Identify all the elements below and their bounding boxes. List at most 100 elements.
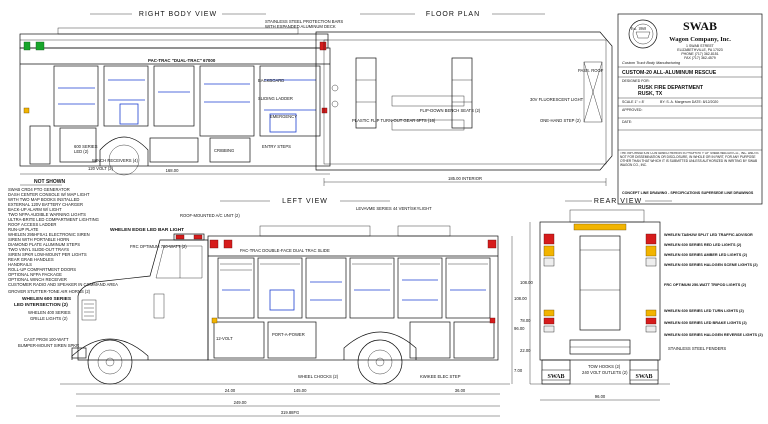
scale-text: SCALE 1" = 8': [622, 100, 645, 104]
label-tripod-lights: FRC OPTIMUM 250-WATT TRIPOD LIGHTS (2): [664, 283, 747, 287]
address-line-3: PHONE (717) 362-8151: [681, 52, 718, 56]
label-240-volt: 240 VOLT OUTLETS (2): [582, 370, 628, 375]
right-body-width-dim: 168.00: [166, 168, 179, 173]
rear-view: SWAB SWAB 96.00 108.00 78.00 22.00 WHELE…: [520, 209, 763, 401]
label-air-horns: GROVER STUTTER-TONE AIR HORNS (2): [8, 289, 91, 294]
left-dim-36: 36.00: [455, 388, 466, 393]
label-reverse-lights: WHELEN 600 SERIES HALOGEN REVERSE LIGHTS…: [664, 333, 763, 337]
rear-width-dim: 96.00: [595, 394, 606, 399]
label-entry-steps: ENTRY STEPS: [262, 144, 291, 149]
label-protection-bars: STAINLESS STEEL PROTECTION BARS: [265, 19, 343, 24]
rear-h2-dim: 78.00: [520, 318, 531, 323]
rear-decal-right: SWAB: [635, 374, 652, 380]
not-shown-item: DIAMOND PLATE ALUMINUM STEPS: [8, 242, 80, 247]
label-kwikee-step: KWIKEE ELEC STEP: [420, 374, 461, 379]
swab-seal-logo: [628, 19, 658, 49]
label-fenders: STAINLESS STEEL FENDERS: [668, 346, 726, 351]
rear-height-dim: 108.00: [520, 280, 533, 285]
company-name: SWAB: [683, 19, 717, 33]
label-intersection: LED INTERSECTION (2): [14, 302, 68, 308]
est-date: Est. 1868: [631, 26, 646, 31]
label-edge-bar: WHELEN EDGE LED BAR LIGHT: [110, 227, 184, 233]
model-name: CUSTOM-20 ALL-ALUMINUM RESCUE: [622, 70, 717, 76]
not-shown-item: EXTERNAL 120V BATTERY CHARGER: [8, 202, 83, 207]
left-view-title: LEFT VIEW: [282, 198, 328, 205]
label-traffic-advisor: WHELEN TA8H2W SPLIT LED TRAFFIC ADVISOR: [664, 233, 753, 237]
not-shown-item: REAR GRAB HANDLES: [8, 257, 54, 262]
not-shown-item: ROLL-UP COMPARTMENT DOORS: [8, 267, 76, 272]
left-dim-height: 108.00: [514, 296, 527, 301]
not-shown-item: ROOF ACCESS LADDER: [8, 222, 56, 227]
label-port-a-power: PORT-A-POWER: [272, 332, 305, 337]
label-whelen-600: WHELEN 600 SERIES: [22, 296, 72, 302]
not-shown-item: OPTIONAL NFPA PACKAGE: [8, 272, 62, 277]
label-cribbing: CRIBBING: [214, 148, 234, 153]
floor-plan-title: FLOOR PLAN: [426, 11, 480, 18]
left-dim-ground: 7.00: [514, 368, 523, 373]
not-shown-item: WITH TWO MAP BOOKS INSTALLED: [8, 197, 79, 202]
label-vent-skylight: LEVAVME SERIES 44 VENT/SKYLIGHT: [356, 206, 432, 211]
floor-plan: 185.00 INTERIOR PASS. ROOF FLIP-DOWN BEN…: [315, 31, 613, 186]
approved-label: APPROVED:: [622, 108, 642, 112]
label-turn-out-gear: PLASTIC FLIP TURN-OUT GEAR 6FTS (16): [352, 118, 436, 123]
not-shown-item: SWAB CRD4 PTO GENERATOR: [8, 187, 70, 192]
left-dim-body: 96.00: [514, 326, 525, 331]
tagline: Custom Truck Body Manufacturing: [622, 61, 681, 65]
label-grille-lights: GRILLE LIGHTS (2): [30, 316, 68, 321]
customer-location: RUSK, TX: [638, 91, 663, 97]
left-dim-total: 319.88FG: [281, 410, 300, 415]
not-shown-item: TWO VINYL SLIDE-OUT TRAYS: [8, 247, 69, 252]
label-whelen-400: WHELEN 400 SERIES: [28, 310, 71, 315]
label-brake-lights: WHELEN 600 SERIES LED BRAKE LIGHTS (2): [664, 321, 747, 325]
not-shown-item: RUN-UP PLATE: [8, 227, 39, 232]
company-name-2: Wagon Company, Inc.: [669, 36, 731, 43]
label-expanded-deck: WITH EXPANDED ALUMINUM DECK: [265, 24, 336, 29]
label-turn-lights: WHELEN 600 SERIES LED TURN LIGHTS (2): [664, 309, 744, 313]
not-shown-list: NOT SHOWN SWAB CRD4 PTO GENERATOR DASH C…: [8, 179, 118, 287]
address-line-4: FAX (717) 362-4579: [684, 56, 716, 60]
customer-name: RUSK FIRE DEPARTMENT: [638, 85, 704, 91]
label-one-hand-step: ONE-HAND STEP (2): [540, 118, 581, 123]
label-led-2: LED (2): [74, 149, 89, 154]
right-body-view: 168.00 STAINLESS STEEL PROTECTION BARS W…: [19, 19, 343, 176]
not-shown-item: HANDRAILS: [8, 262, 32, 267]
drawn-by: BY: S. A. Margerum DATE: 8/12/2020: [660, 100, 718, 104]
designed-for-label: DESIGNED FOR:: [622, 79, 650, 83]
label-emergency: EMERGENCY: [270, 114, 297, 119]
label-dual-trac: PAC-TRAC "DUAL-TRAC" 67000: [148, 58, 216, 63]
label-120-volt: 120 VOLT (2): [88, 166, 114, 171]
label-fluorescent-light: 30V FLUORESCENT LIGHT: [530, 97, 584, 102]
label-bench-seats: FLIP-DOWN BENCH SEATS (2): [420, 108, 481, 113]
floor-interior-dim: 185.00 INTERIOR: [448, 176, 482, 181]
label-frc-optimum: FRC OPTIMUM 750-WATT (2): [130, 244, 187, 249]
label-12-volt: 12-VOLT: [216, 336, 233, 341]
not-shown-item: DASH CENTER CONSOLE W/ MAP LIGHT: [8, 192, 90, 197]
not-shown-item: TWO NFPA AUDIBLE WARNING LIGHTS: [8, 212, 86, 217]
left-dim-249: 249.00: [234, 400, 247, 405]
address-line-2: ELIZABETHVILLE, PA 17023: [677, 48, 723, 52]
left-view: 24.00 145.00 36.00 249.00 319.88FG 108.0…: [8, 206, 527, 417]
not-shown-item: WHELEN 295HFSA1 ELECTRONIC SIREN: [8, 232, 90, 237]
address-line-1: 1 SWAB STREET: [686, 44, 715, 48]
label-bumper-spkr: BUMPER-MOUNT SIREN SPKR: [18, 343, 79, 348]
label-wheel-chocks: WHEEL CHOCKS (2): [298, 374, 339, 379]
not-shown-heading: NOT SHOWN: [34, 179, 65, 185]
label-scene-lights: WHELEN 600 SERIES HALOGEN SCENE LIGHTS (…: [664, 263, 758, 267]
label-cast-pro8: CAST PRO8 100-WATT: [24, 337, 69, 342]
label-backboard: BACKBOARD: [258, 78, 284, 83]
label-sliding-ladder: SLIDING LADDER: [258, 96, 293, 101]
label-winch-receivers: WINCH RECEIVERS (4): [92, 158, 138, 163]
not-shown-item: OPTIONAL WINCH RECEIVER: [8, 277, 67, 282]
not-shown-item: ULTRA-BRITE LED COMPARTMENT LIGHTING: [8, 217, 99, 222]
right-body-view-title: RIGHT BODY VIEW: [139, 11, 217, 18]
label-red-leds: WHELEN 600 SERIES RED LED LIGHTS (2): [664, 243, 742, 247]
rear-decal-left: SWAB: [547, 374, 564, 380]
concept-note: CONCEPT LINE DRAWING - SPECIFICATIONS SU…: [622, 191, 754, 195]
label-pass-roof: PASS. ROOF: [578, 68, 604, 73]
not-shown-item: CUSTOMER RADIO AND SPEAKER IN COMMAND AR…: [8, 282, 118, 287]
label-roof-ac: ROOF-MOUNTED A/C UNIT (2): [180, 213, 240, 218]
label-pac-trac: PAC-TRAC DOUBLE-FACE DUAL TRAC SLIDE: [240, 248, 330, 253]
rear-view-title: REAR VIEW: [594, 198, 642, 205]
left-dim-145: 145.00: [294, 388, 307, 393]
